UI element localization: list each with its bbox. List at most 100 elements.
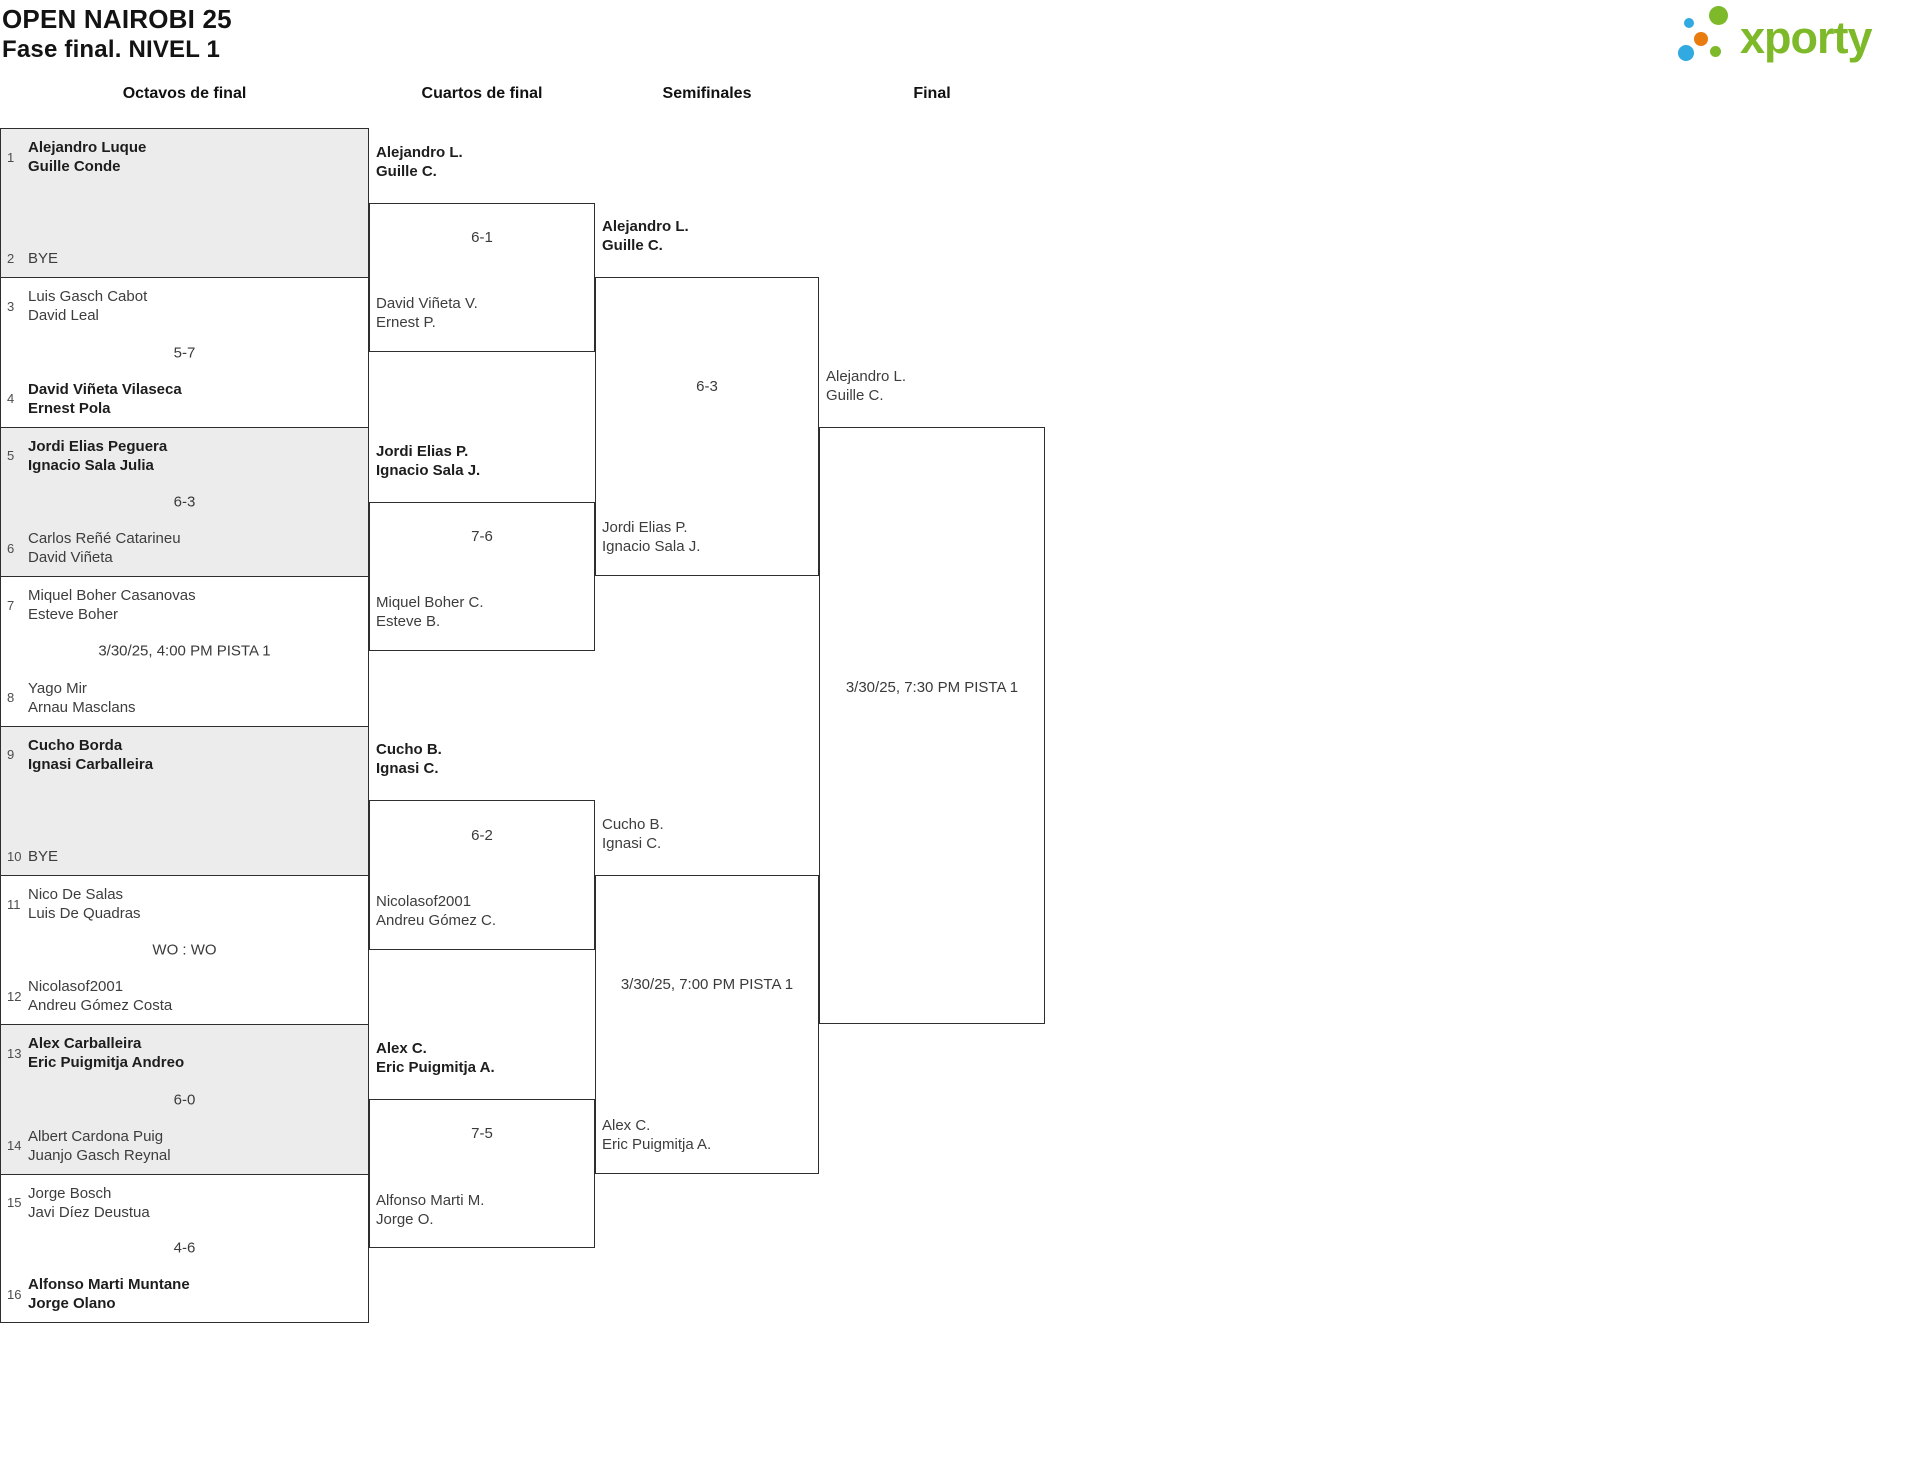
- team-name: Alex C.Eric Puigmitja A.: [602, 1116, 712, 1153]
- stage-title: Fase final. NIVEL 1: [2, 36, 221, 63]
- team-name: Alejandro L.Guille C.: [826, 367, 907, 404]
- team-name: Cucho B.Ignasi C.: [602, 816, 664, 852]
- seed-number: 11: [7, 896, 21, 912]
- team-name: Miquel Boher C.Esteve B.: [376, 593, 484, 630]
- team-name: BYE: [28, 250, 59, 268]
- round-header-cuartos: Cuartos de final: [421, 85, 543, 102]
- logo-dot-icon: [1694, 32, 1708, 46]
- seed-number: 13: [7, 1045, 22, 1061]
- seed-number: 1: [7, 149, 15, 165]
- qf-match-3: [369, 800, 595, 950]
- match-score: WO : WO: [152, 941, 217, 959]
- seed-number: 14: [7, 1138, 22, 1154]
- seed-number: 10: [7, 848, 22, 864]
- match-schedule: 3/30/25, 7:00 PM PISTA 1: [620, 975, 794, 993]
- qf-match-4: [369, 1099, 595, 1249]
- qf-match-2: [369, 501, 595, 651]
- qf-match-1: [369, 202, 595, 353]
- team-name: Alejandro L.Guille C.: [376, 143, 463, 180]
- round-header-octavos: Octavos de final: [122, 85, 247, 102]
- seed-number: 12: [7, 988, 22, 1004]
- tournament-title: OPEN NAIROBI 25: [2, 4, 232, 34]
- match-score: 6-3: [696, 378, 718, 396]
- seed-number: 3: [7, 298, 15, 314]
- logo-dot-icon: [1678, 45, 1694, 61]
- match-score: 4-6: [173, 1239, 196, 1257]
- team-name: Alfonso Marti M.Jorge O.: [376, 1191, 485, 1228]
- sf-match-2: [595, 875, 819, 1174]
- logo-dot-icon: [1710, 46, 1721, 57]
- logo-dot-icon: [1709, 6, 1728, 25]
- match-score: 7-6: [471, 527, 493, 545]
- match-score: 7-5: [471, 1125, 493, 1143]
- team-name: David Viñeta V.Ernest P.: [376, 295, 478, 332]
- team-entry: 10 BYE: [1, 847, 368, 866]
- seed-number: 9: [7, 747, 15, 763]
- logo-wordmark: xporty: [1740, 12, 1873, 63]
- seed-number: 7: [7, 597, 15, 613]
- match-score: 6-1: [471, 228, 493, 246]
- round-header-final: Final: [913, 85, 951, 102]
- team-name: Jordi Elias P.Ignacio Sala J.: [602, 519, 701, 556]
- sf-match-1: [595, 277, 819, 577]
- seed-number: 15: [7, 1195, 22, 1211]
- round-header-semifinales: Semifinales: [662, 85, 752, 102]
- final-match: [819, 426, 1045, 1025]
- seed-number: 5: [7, 448, 15, 464]
- team-name: Alex C.Eric Puigmitja A.: [376, 1040, 495, 1077]
- match-score: 6-2: [471, 826, 493, 844]
- match-score: 6-0: [173, 1091, 196, 1109]
- seed-number: 6: [7, 540, 15, 556]
- team-name: BYE: [28, 847, 59, 865]
- match-score: 6-3: [173, 493, 196, 511]
- seed-number: 2: [7, 251, 15, 267]
- team-name: Jordi Elias P.Ignacio Sala J.: [376, 442, 481, 479]
- logo-dot-icon: [1684, 18, 1694, 28]
- seed-number: 8: [7, 690, 15, 706]
- seed-number: 4: [7, 391, 15, 407]
- match-score: 5-7: [173, 344, 196, 362]
- seed-number: 16: [7, 1286, 22, 1302]
- xporty-logo[interactable]: xporty: [1676, 5, 1906, 67]
- team-name: Cucho B.Ignasi C.: [376, 741, 442, 778]
- match-schedule: 3/30/25, 4:00 PM PISTA 1: [98, 642, 271, 660]
- team-entry: 2 BYE: [1, 249, 368, 268]
- team-name: Alejandro L.Guille C.: [602, 218, 689, 255]
